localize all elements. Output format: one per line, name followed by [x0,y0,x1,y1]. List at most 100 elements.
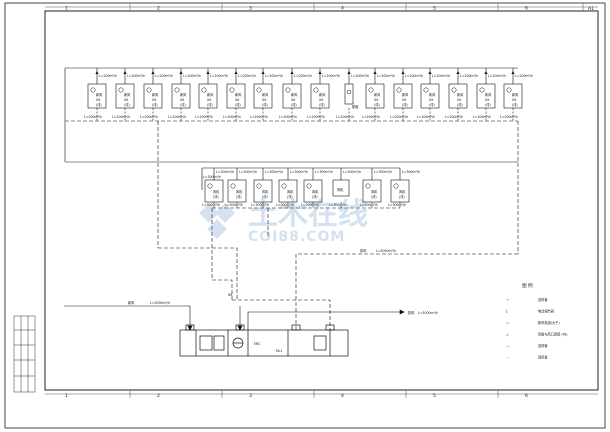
ahu-coil [213,335,225,351]
mid-supply-tag: L=300m³/h [374,170,392,174]
mid-unit-tag: 风机 [371,189,378,194]
upper-unit-tag: 新风 [262,92,269,97]
grid-number-bottom: 4 [341,393,344,399]
upper-mark-tag: XX [402,98,407,102]
mid-return-tag: L=300m³/h [329,203,347,207]
legend-symbol: → [506,298,509,302]
mid-unit-tag: 风机 [213,189,220,194]
grid-number-bottom: 1 [65,393,68,399]
middle-terminal-unit: L=300m³/h 风机(详) L=300m³/h [225,168,257,208]
upper-unit-tag: 新风 [512,92,519,97]
legend-symbol: — [506,344,510,348]
upper-return-tag: L=200m³/h [223,115,241,119]
mid-return-tag: L=300m³/h [202,203,220,207]
mid-return-tag: L=300m³/h [225,203,243,207]
mid-unit-tag: 风机 [312,189,319,194]
mid-supply-tag: L=300m³/h [265,170,283,174]
mid-return-tag: L=300m³/h [360,203,378,207]
upper-supply-tag: L=200m³/h [405,74,423,78]
upper-size-tag: (详) [152,102,158,107]
inner-frame [44,10,599,391]
ahu-heat-exchanger [313,335,327,351]
upper-supply-tag: L=200m³/h [294,74,312,78]
legend-item: ⊥风管与风口连接 (Pa) [506,332,568,337]
upper-return-tag: L=200m³/h [307,115,325,119]
mid-unit-tag: 风机 [262,189,269,194]
mid-return-tag: L=300m³/h [276,203,294,207]
mid-return-tag: L=300m³/h [301,203,319,207]
ahu-filter [199,335,213,351]
middle-unit-row: L=300m³/h风机(详)L=300m³/hL=300m³/h风机(详)L=3… [202,168,420,208]
legend-item: ┇电动调节阀 [506,309,554,314]
outer-frame [4,2,606,429]
legend-label: 回风管 [538,355,548,360]
upper-size-tag: (详) [512,102,518,107]
grid-number-top: 1 [65,6,68,12]
mid-unit-tag: 风机 [287,189,294,194]
upper-size-tag: (详) [319,102,325,107]
upper-size-tag: (详) [402,102,408,107]
plant-right-outlet-label: 排风 [408,310,415,315]
upper-unit-tag: 新风 [319,92,326,97]
upper-mark-tag: XX [429,98,434,102]
middle-row [201,167,400,280]
upper-mark-tag: XX [152,98,157,102]
upper-supply-tag: L=200m³/h [322,74,340,78]
mid-size-tag: (详) [371,194,377,199]
ahu-label-b: FA-1 [276,349,283,353]
legend-item: →送风管 [506,297,548,302]
upper-size-tag: (详) [262,102,268,107]
middle-terminal-unit: L=300m³/h风机(详)L=300m³/h [388,168,420,208]
upper-special-label: 屋面 [352,104,358,109]
mid-plain-box-label: 风机 [337,187,344,192]
legend-label: 新风机组(大于) [538,320,560,325]
mid-size-tag: (详) [312,194,318,199]
upper-size-tag: (详) [457,102,463,107]
grid-number-bottom: 6 [525,393,528,399]
legend-label: 送风管 [538,343,548,348]
upper-mark-tag: XX [291,98,296,102]
upper-size-tag: (详) [429,102,435,107]
upper-return-tag: L=200m³/h [390,115,408,119]
mid-size-tag: (详) [287,194,293,199]
plant-mid-flow: L=5000m³/h [376,249,396,253]
mid-size-tag: (详) [236,194,242,199]
mid-supply-tag: L=300m³/h [290,170,308,174]
mid-size-tag: (详) [262,194,268,199]
legend-symbol: ▭ [506,321,509,325]
upper-mark-tag: XX [485,98,490,102]
mid-size-tag: (详) [213,194,219,199]
upper-return-tag: L=200m³/h [250,115,268,119]
upper-size-tag: (详) [235,102,241,107]
upper-mark-tag: XX [96,98,101,102]
ahu-label-a: ERC [254,342,261,346]
legend-symbol: - - [506,356,509,360]
legend-item: — 送风管 [506,343,548,348]
mid-supply-tag: L=300m³/h [239,170,257,174]
upper-size-tag: (详) [374,102,380,107]
upper-supply-tag: L=200m³/h [351,74,369,78]
grid-number-top: 4 [341,6,344,12]
upper-return-tag: L=200m³/h [168,115,186,119]
mid-unit-tag: 风机 [236,189,243,194]
upper-unit-tag: 新风 [485,92,492,97]
upper-return-tag: L=200m³/h [500,115,518,119]
upper-return-tag: L=200m³/h [84,115,102,119]
upper-mark-tag: XX [235,98,240,102]
upper-mark-tag: XX [457,98,462,102]
upper-supply-tag: L=200m³/h [99,74,117,78]
upper-mark-tag: XX [374,98,379,102]
legend-item: ▭ 新风机组(大于) [506,320,560,325]
upper-unit-tag: 新风 [235,92,242,97]
upper-supply-tag: L=200m³/h [155,74,173,78]
legend-item: - - 回风管 [506,355,548,360]
mid-supply-tag: L=300m³/h [315,170,333,174]
upper-return-tag: L=200m³/h [473,115,491,119]
